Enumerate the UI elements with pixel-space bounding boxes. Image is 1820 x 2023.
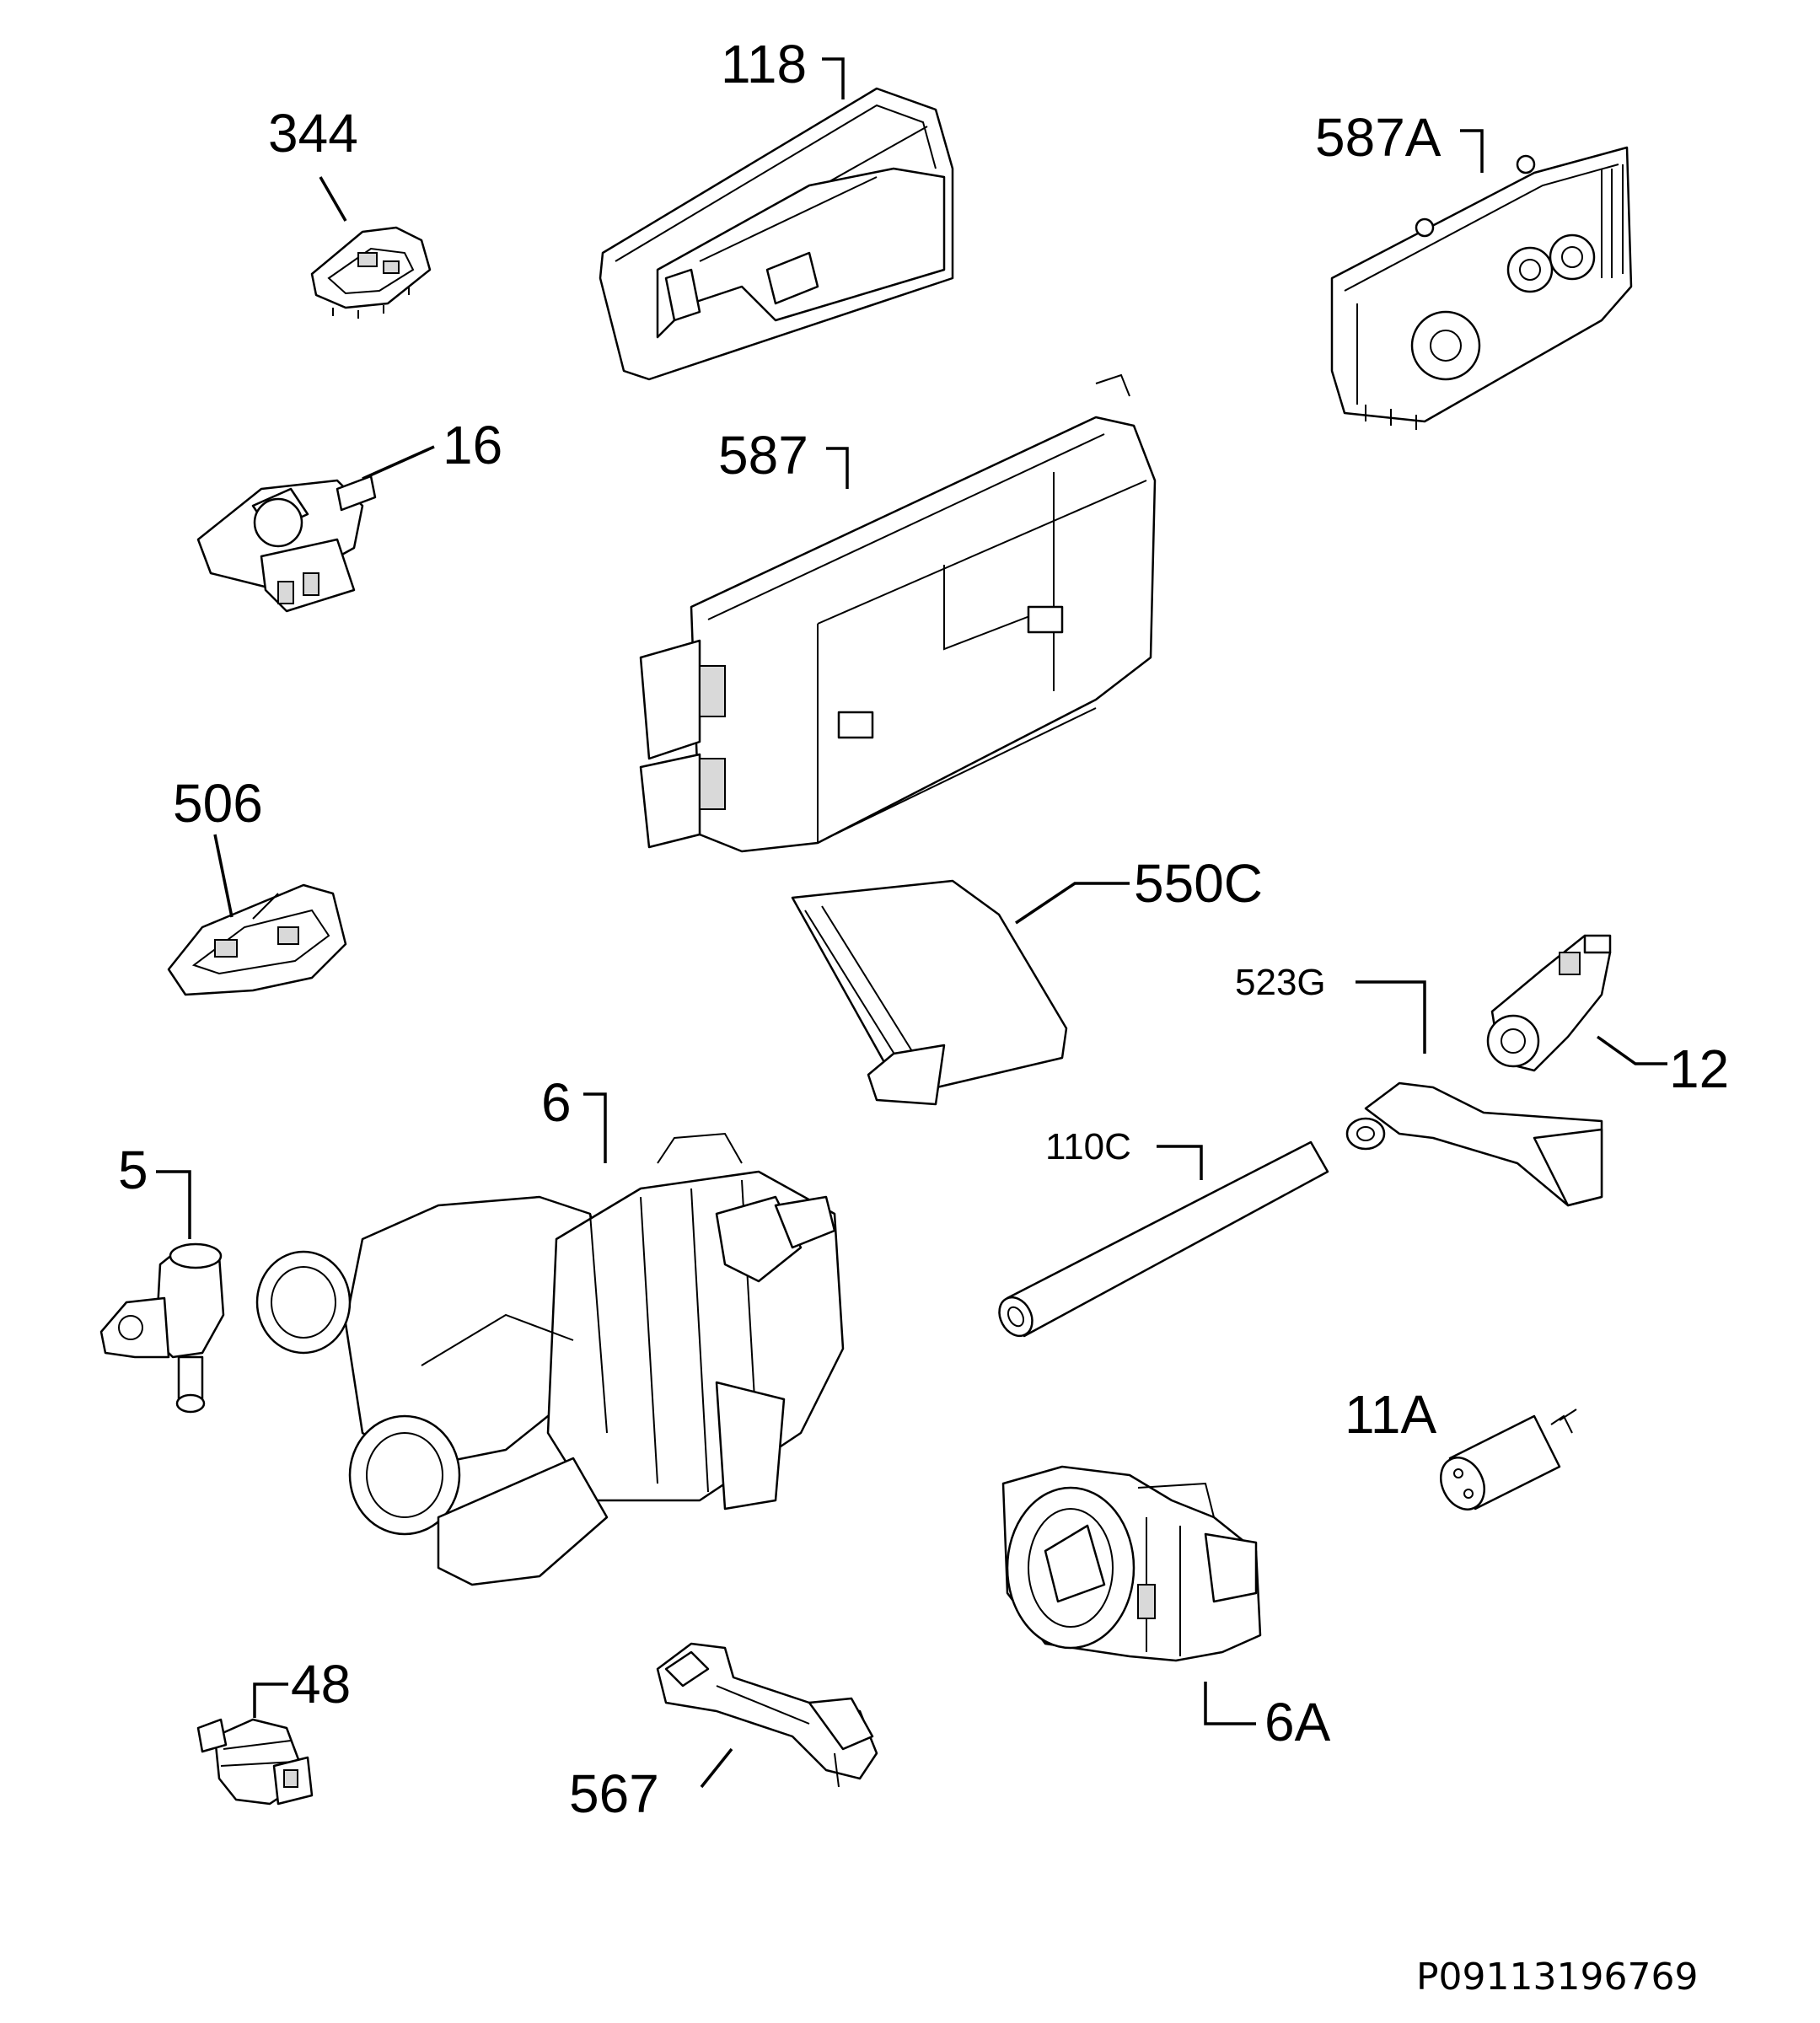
part-label-16: 16 (443, 415, 502, 475)
drain-pump-icon (1001, 1465, 1262, 1662)
control-panel-module-icon (1330, 146, 1633, 430)
part-label-344: 344 (268, 103, 358, 164)
part-label-506: 506 (173, 773, 263, 834)
part-label-48: 48 (291, 1654, 351, 1714)
dispenser-tray-icon (599, 87, 954, 381)
part-label-12: 12 (1669, 1038, 1729, 1099)
sensor-bracket-icon (167, 883, 347, 996)
part-label-550C: 550C (1134, 853, 1263, 914)
cover-plate-icon (791, 879, 1068, 1106)
pressure-switch-icon (1486, 934, 1612, 1072)
part-label-11A: 11A (1345, 1384, 1436, 1445)
part-label-118: 118 (721, 34, 807, 94)
temperature-sensor-icon (196, 1718, 314, 1806)
circulation-pump-motor-icon (255, 1132, 845, 1586)
part-label-587A: 587A (1315, 107, 1442, 168)
bracket-clamp-icon (656, 1642, 878, 1788)
part-label-6: 6 (541, 1072, 572, 1133)
part-label-5: 5 (118, 1140, 148, 1200)
manifold-arm-icon (1345, 1081, 1603, 1207)
solenoid-valve-icon (196, 475, 377, 613)
electronic-control-box-icon (639, 373, 1157, 853)
part-label-6A: 6A (1264, 1692, 1331, 1752)
connector-clip-icon (310, 226, 432, 319)
drawing-code: P09113196769 (1416, 1956, 1698, 1999)
part-label-523G: 523G (1235, 962, 1326, 1003)
part-label-567: 567 (569, 1763, 659, 1824)
part-label-587: 587 (718, 425, 808, 486)
hose-icon (998, 1140, 1329, 1338)
inlet-valve-icon (99, 1242, 225, 1414)
capacitor-icon (1440, 1409, 1577, 1511)
part-label-110C: 110C (1045, 1126, 1131, 1167)
